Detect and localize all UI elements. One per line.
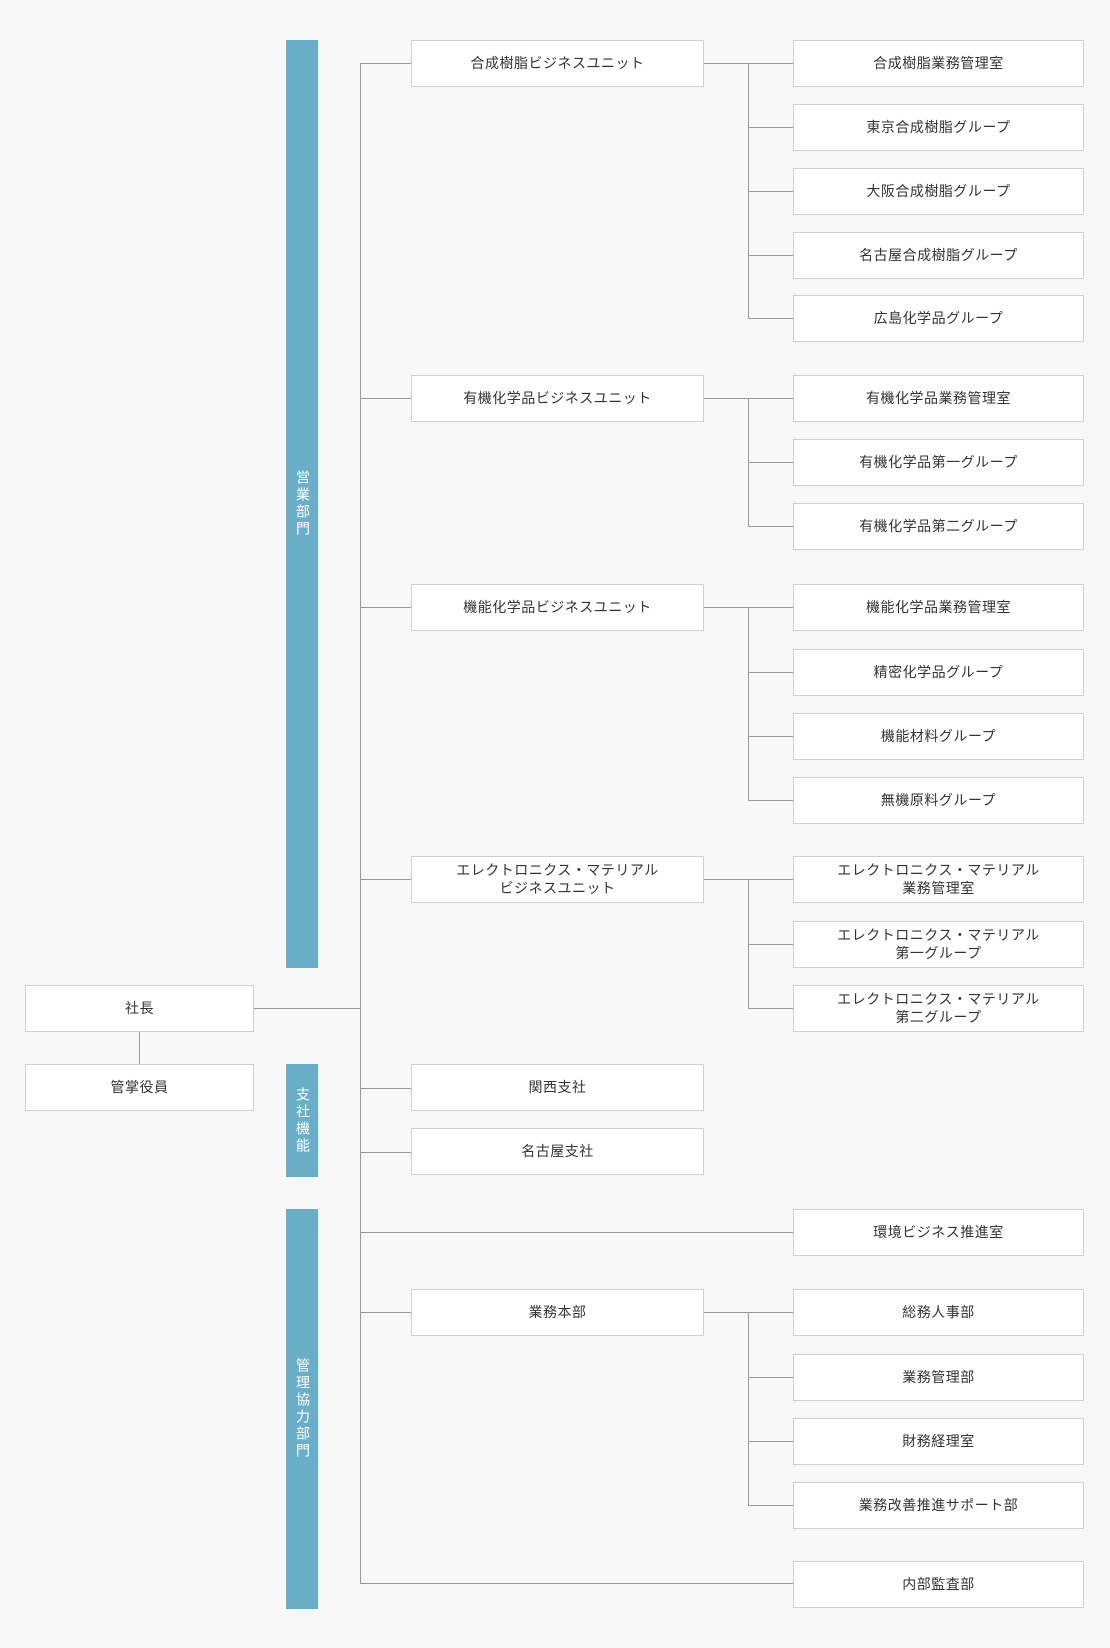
group-box: 有機化学品第二グループ (793, 503, 1084, 550)
unit-electronics-material: エレクトロニクス・マテリアル ビジネスユニット (411, 856, 704, 903)
group-box: 有機化学品業務管理室 (793, 375, 1084, 422)
section-sales-bar: 営業部門 (286, 40, 318, 968)
internal-audit-dept: 内部監査部 (793, 1561, 1084, 1608)
group-box: 機能材料グループ (793, 713, 1084, 760)
group-box: 業務管理部 (793, 1354, 1084, 1401)
branch-nagoya: 名古屋支社 (411, 1128, 704, 1175)
env-business-office: 環境ビジネス推進室 (793, 1209, 1084, 1256)
group-box: エレクトロニクス・マテリアル 第一グループ (793, 921, 1084, 968)
group-box: エレクトロニクス・マテリアル 第二グループ (793, 985, 1084, 1032)
group-box: 名古屋合成樹脂グループ (793, 232, 1084, 279)
group-box: 広島化学品グループ (793, 295, 1084, 342)
group-box: 精密化学品グループ (793, 649, 1084, 696)
group-box: 無機原料グループ (793, 777, 1084, 824)
officer-box: 管掌役員 (25, 1064, 254, 1111)
unit-synthetic-resin: 合成樹脂ビジネスユニット (411, 40, 704, 87)
unit-gyomu-honbu: 業務本部 (411, 1289, 704, 1336)
unit-functional-chemicals: 機能化学品ビジネスユニット (411, 584, 704, 631)
section-admin-bar: 管理協力部門 (286, 1209, 318, 1609)
group-box: 合成樹脂業務管理室 (793, 40, 1084, 87)
group-box: 東京合成樹脂グループ (793, 104, 1084, 151)
president-box: 社長 (25, 985, 254, 1032)
group-box: 総務人事部 (793, 1289, 1084, 1336)
group-box: 有機化学品第一グループ (793, 439, 1084, 486)
branch-kansai: 関西支社 (411, 1064, 704, 1111)
group-box: 大阪合成樹脂グループ (793, 168, 1084, 215)
group-box: 業務改善推進サポート部 (793, 1482, 1084, 1529)
group-box: 機能化学品業務管理室 (793, 584, 1084, 631)
group-box: 財務経理室 (793, 1418, 1084, 1465)
group-box: エレクトロニクス・マテリアル 業務管理室 (793, 856, 1084, 903)
section-branch-bar: 支社機能 (286, 1064, 318, 1177)
unit-organic-chemicals: 有機化学品ビジネスユニット (411, 375, 704, 422)
